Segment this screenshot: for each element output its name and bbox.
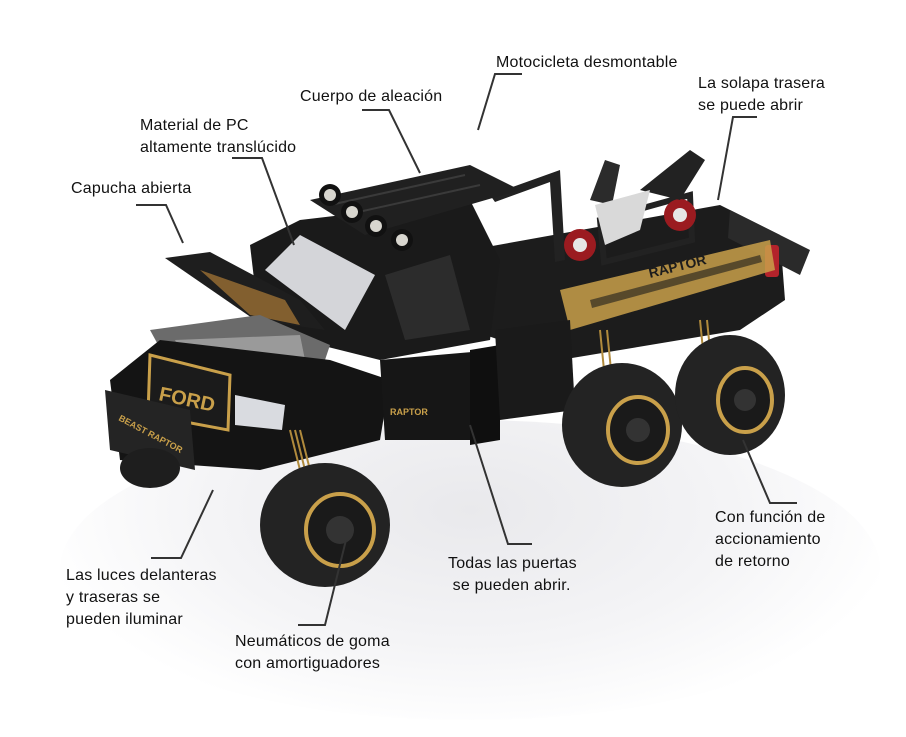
callout-tires: Neumáticos de goma con amortiguadores [235, 633, 390, 672]
callout-pc-material: Material de PC altamente translúcido [140, 117, 297, 156]
motorcycle [564, 150, 705, 261]
wheel-middle [562, 363, 682, 487]
callout-tailgate: La solapa trasera se puede abrir [698, 75, 826, 114]
callout-hood: Capucha abierta [71, 180, 192, 197]
wheel-rear [675, 335, 785, 455]
door-badge-text: RAPTOR [390, 407, 428, 417]
callout-pullback: Con función de accionamiento de retorno [715, 509, 826, 570]
wheel-front [260, 463, 390, 587]
callout-doors: Todas las puertas se pueden abrir. [448, 555, 577, 594]
callout-lights: Las luces delanteras y traseras se puede… [66, 567, 217, 628]
wheel-front-left-hidden [120, 448, 180, 488]
callout-alloy-body: Cuerpo de aleación [300, 88, 443, 105]
roof-lights [319, 184, 413, 251]
callout-motorcycle: Motocicleta desmontable [496, 54, 678, 71]
